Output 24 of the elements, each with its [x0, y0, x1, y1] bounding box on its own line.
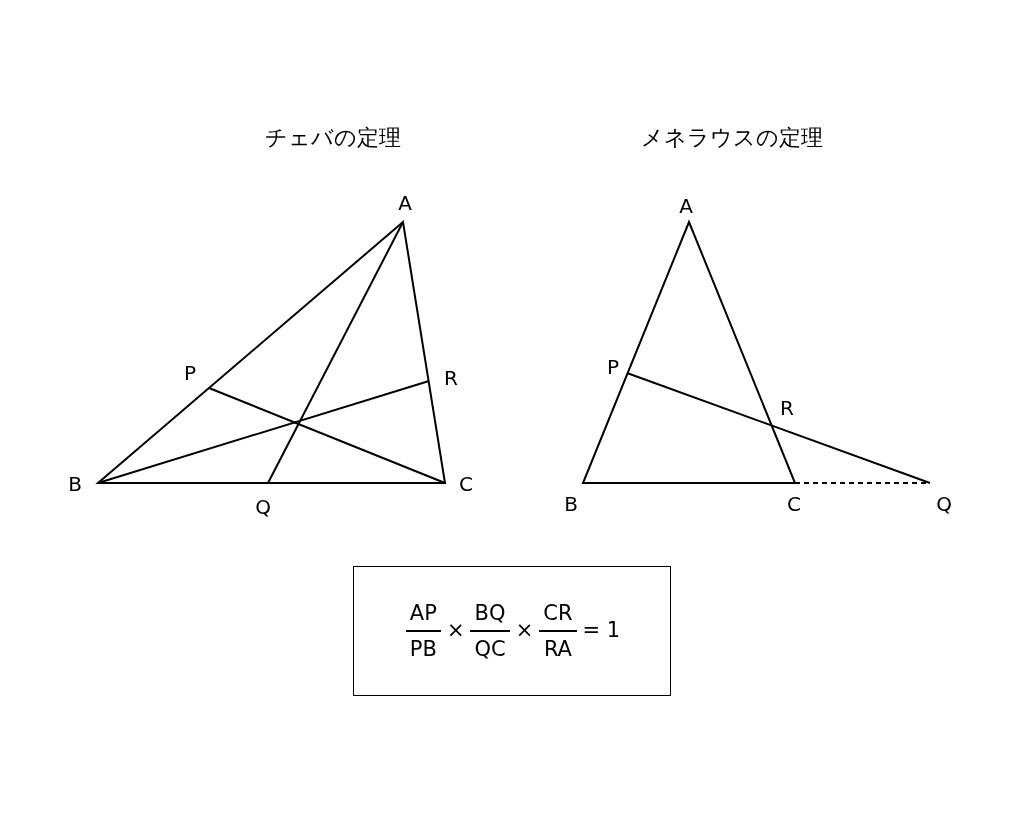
point-label: C — [459, 474, 473, 494]
numerator: CR — [542, 600, 574, 627]
denominator: RA — [542, 635, 573, 662]
point-label: A — [679, 196, 693, 216]
operator: × — [446, 617, 465, 645]
operator: × — [515, 617, 534, 645]
numerator: BQ — [473, 600, 507, 627]
point-label: B — [564, 494, 578, 514]
point-label: P — [183, 363, 197, 383]
theorem-title: メネラウスの定理 — [641, 127, 823, 149]
denominator: QC — [473, 635, 507, 662]
operator: = 1 — [582, 617, 621, 645]
point-label: R — [780, 398, 794, 418]
numerator: AP — [408, 600, 438, 627]
point-label: R — [444, 368, 458, 388]
formula-box — [353, 566, 671, 696]
denominator: PB — [408, 635, 438, 662]
theorem-title: チェバの定理 — [265, 127, 401, 149]
point-label: B — [68, 474, 82, 494]
point-label: Q — [936, 494, 952, 514]
point-label: C — [787, 494, 801, 514]
point-label: A — [398, 193, 412, 213]
point-label: Q — [255, 497, 271, 517]
point-label: P — [606, 357, 620, 377]
